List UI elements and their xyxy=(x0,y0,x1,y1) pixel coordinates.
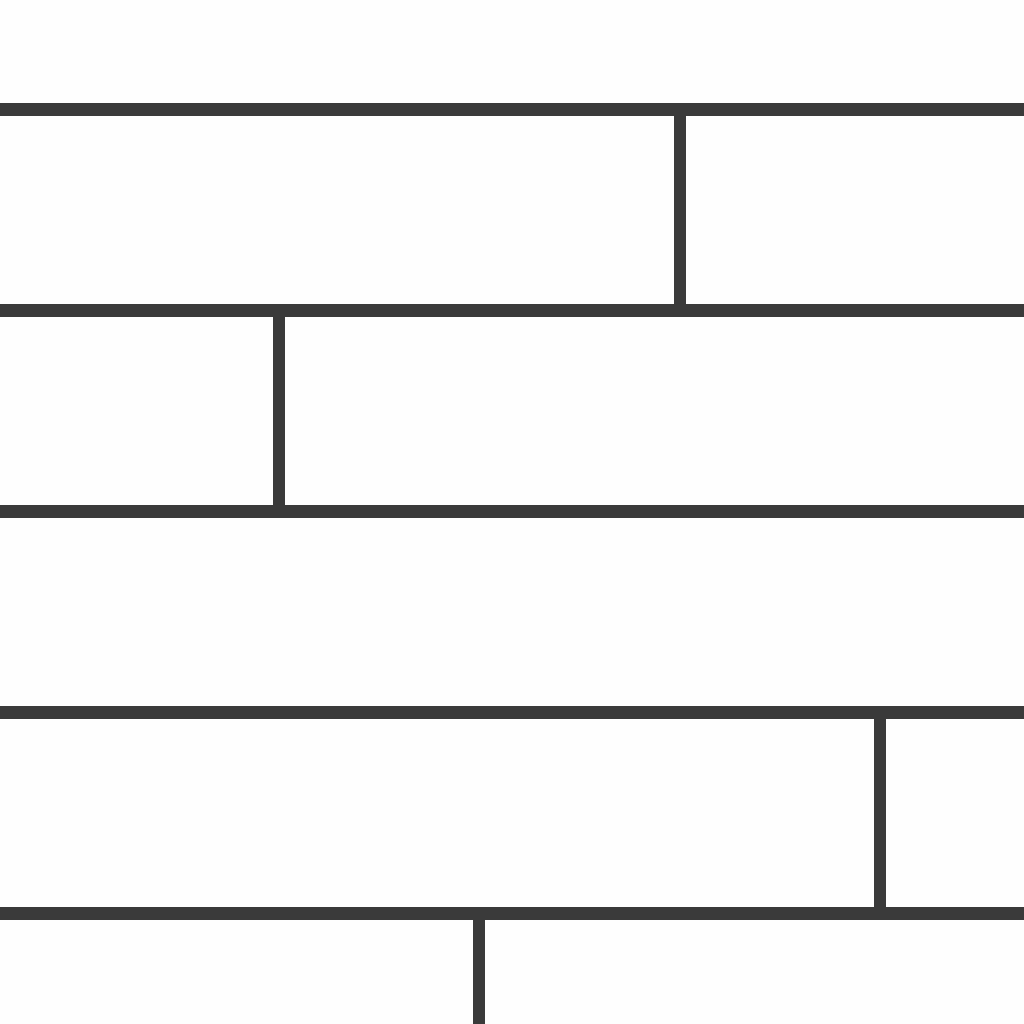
horizontal-divider xyxy=(0,304,1024,317)
horizontal-divider xyxy=(0,706,1024,719)
horizontal-divider xyxy=(0,103,1024,116)
vertical-divider xyxy=(273,311,285,511)
vertical-divider xyxy=(473,914,485,1024)
horizontal-divider xyxy=(0,505,1024,518)
vertical-divider xyxy=(874,713,886,913)
vertical-divider xyxy=(674,110,686,310)
horizontal-divider xyxy=(0,907,1024,920)
